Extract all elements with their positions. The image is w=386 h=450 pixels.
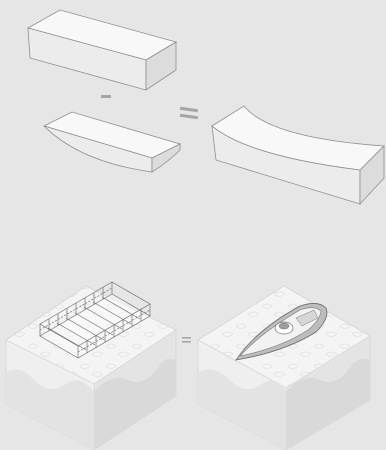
curved-hull-wedge xyxy=(44,112,180,172)
rectangular-block xyxy=(28,10,176,90)
minus-operator xyxy=(101,95,111,98)
boat-module xyxy=(198,286,370,450)
concave-block xyxy=(212,106,384,204)
building-frame-module xyxy=(6,282,176,450)
equals-operator-upper xyxy=(180,107,198,119)
equals-operator-lower xyxy=(182,337,191,343)
